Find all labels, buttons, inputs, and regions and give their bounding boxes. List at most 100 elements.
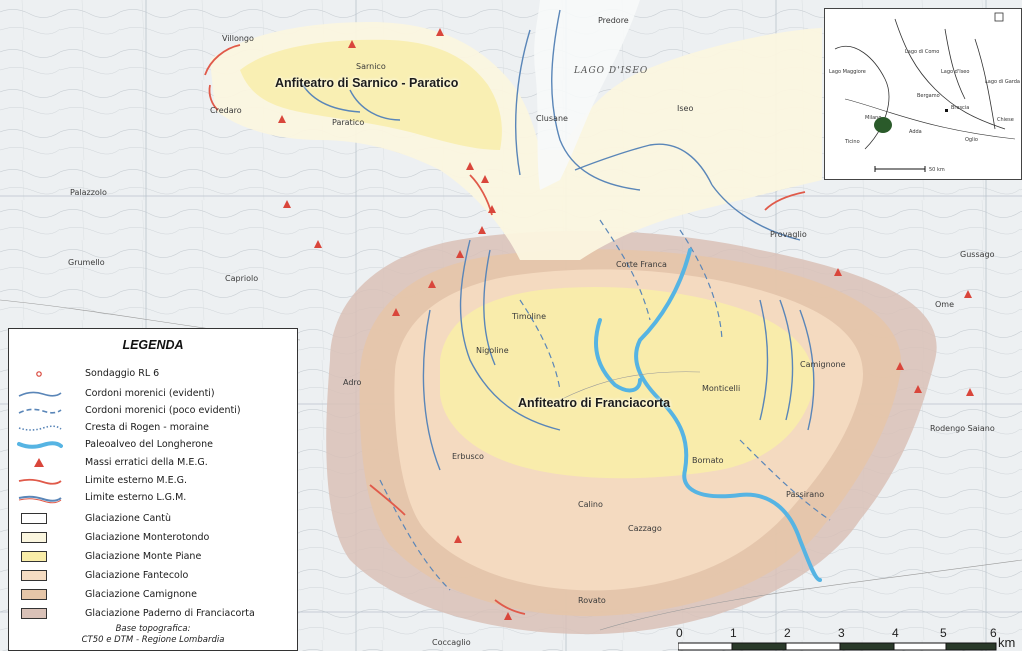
inset-label-como: Lago di Como [905,49,940,55]
town-palazzolo: Palazzolo [70,188,107,197]
scale-tick: 6 [990,626,997,640]
town-capriolo: Capriolo [225,274,259,283]
town-passirano: Passirano [786,490,825,499]
swatch-cantu [21,513,47,524]
label-franciacorta-amphitheatre: Anfiteatro di Franciacorta [518,396,671,410]
town-clusane: Clusane [536,114,568,123]
legend-label: Cresta di Rogen - moraine [85,422,210,433]
solid-line-icon [18,391,62,397]
legend-item-cordoni-poco: Cordoni morenici (poco evidenti) [9,403,297,419]
inset-label-adda: Adda [909,129,922,135]
town-rodengo: Rodengo Saiano [930,424,995,433]
town-monticelli: Monticelli [702,384,741,393]
town-credaro: Credaro [210,106,242,115]
scale-tick: 5 [940,626,947,640]
legend-label: Massi erratici della M.E.G. [85,457,208,468]
town-sarnico: Sarnico [356,62,386,71]
town-erbusco: Erbusco [452,452,484,461]
legend-label: Glaciazione Camignone [85,589,197,600]
town-provaglio: Provaglio [770,230,807,239]
legend-label: Cordoni morenici (poco evidenti) [85,405,241,416]
inset-locator-map: Milano Lago Maggiore Lago di Como Lago d… [824,8,1022,180]
moraine-ridges-faint [379,219,831,591]
scale-tick: 1 [730,626,737,640]
inset-focus-area [874,117,892,133]
town-camignone: Camignone [800,360,846,369]
lake-label: LAGO D'ISEO [574,66,649,76]
town-bornato: Bornato [692,456,724,465]
scale-tick: 2 [784,626,791,640]
town-ome: Ome [935,300,955,309]
base-note-line1: Base topografica: [115,624,191,634]
label-sarnico-amphitheatre: Anfiteatro di Sarnico - Paratico [275,76,459,90]
moraine-ridges [299,9,815,471]
swatch-paderno [21,608,47,619]
town-villongo: Villongo [222,34,254,43]
town-grumello: Grumello [68,258,105,267]
inset-label-ticino: Ticino [845,139,860,145]
blue-red-line-icon [18,495,62,504]
limit-meg [204,44,806,615]
town-adro: Adro [343,378,362,387]
inset-label-maggiore: Lago Maggiore [829,69,866,75]
erratic-boulders [278,28,974,620]
legend-label: Glaciazione Monterotondo [85,532,210,543]
triangle-icon [34,458,44,467]
town-gussago: Gussago [960,250,995,259]
town-nigoline: Nigoline [476,346,509,355]
swatch-fantecolo [21,570,47,581]
legend-item-limite-meg: Limite esterno M.E.G. [9,473,297,489]
legend-item-sondaggio: Sondaggio RL 6 [9,366,297,382]
swatch-monterotondo [21,532,47,543]
paleoalveo-branch [594,318,642,393]
inset-label-bergamo: Bergamo [917,93,940,99]
scale-tick: 0 [676,626,683,640]
red-line-icon [18,478,62,485]
legend-label: Glaciazione Paderno di Franciacorta [85,608,255,619]
inset-canvas [834,12,1016,172]
legend-label: Glaciazione Monte Piane [85,551,202,562]
legend-label: Limite esterno L.G.M. [85,492,187,503]
swatch-camignone [21,589,47,600]
legend-label: Sondaggio RL 6 [85,368,160,379]
legend-item-camignone: Glaciazione Camignone [9,587,297,603]
legend-item-monte-piane: Glaciazione Monte Piane [9,549,297,565]
town-iseo: Iseo [677,104,694,113]
dashed-line-icon [18,408,62,414]
legend-title: LEGENDA [122,338,184,352]
legend-label: Cordoni morenici (evidenti) [85,388,215,399]
paleoalveo-longherone [634,248,822,582]
inset-label-garda: Lago di Garda [985,79,1020,85]
inset-label-chiese: Chiese [997,117,1014,123]
town-paratico: Paratico [332,118,365,127]
town-corte-franca: Corte Franca [616,260,667,269]
town-rovato: Rovato [578,596,606,605]
legend-item-massi: Massi erratici della M.E.G. [9,455,297,471]
inset-label-oglio: Oglio [965,137,978,143]
scale-unit: km [998,635,1016,650]
legend-item-fantecolo: Glaciazione Fantecolo [9,568,297,584]
town-calino: Calino [578,500,603,509]
legend-item-cantu: Glaciazione Cantù [9,511,297,527]
town-timoline: Timoline [512,312,546,321]
inset-label-brescia: Brescia [951,105,970,111]
town-cazzago: Cazzago [628,524,662,533]
legend-item-cordoni-evidenti: Cordoni morenici (evidenti) [9,386,297,402]
town-predore: Predore [598,16,629,25]
inset-scale-label: 50 km [929,167,945,173]
dotted-line-icon [18,425,62,431]
legend-item-monterotondo: Glaciazione Monterotondo [9,530,297,546]
inset-label-milano: Milano [865,115,882,121]
legend-label: Paleoalveo del Longherone [85,439,213,450]
inset-label-iseo: Lago d'Iseo [941,69,970,75]
swatch-monte-piane [21,551,47,562]
legend-label: Glaciazione Cantù [85,513,172,524]
scale-tick: 3 [838,626,845,640]
point-marker-icon [36,371,42,377]
legend-panel: LEGENDA Sondaggio RL 6 Cordoni morenici … [8,328,298,651]
zone-monte-piane-north [240,39,502,150]
scale-bar-graphic [678,642,997,651]
legend-item-limite-lgm: Limite esterno L.G.M. [9,490,297,506]
legend-item-paderno: Glaciazione Paderno di Franciacorta [9,606,297,622]
